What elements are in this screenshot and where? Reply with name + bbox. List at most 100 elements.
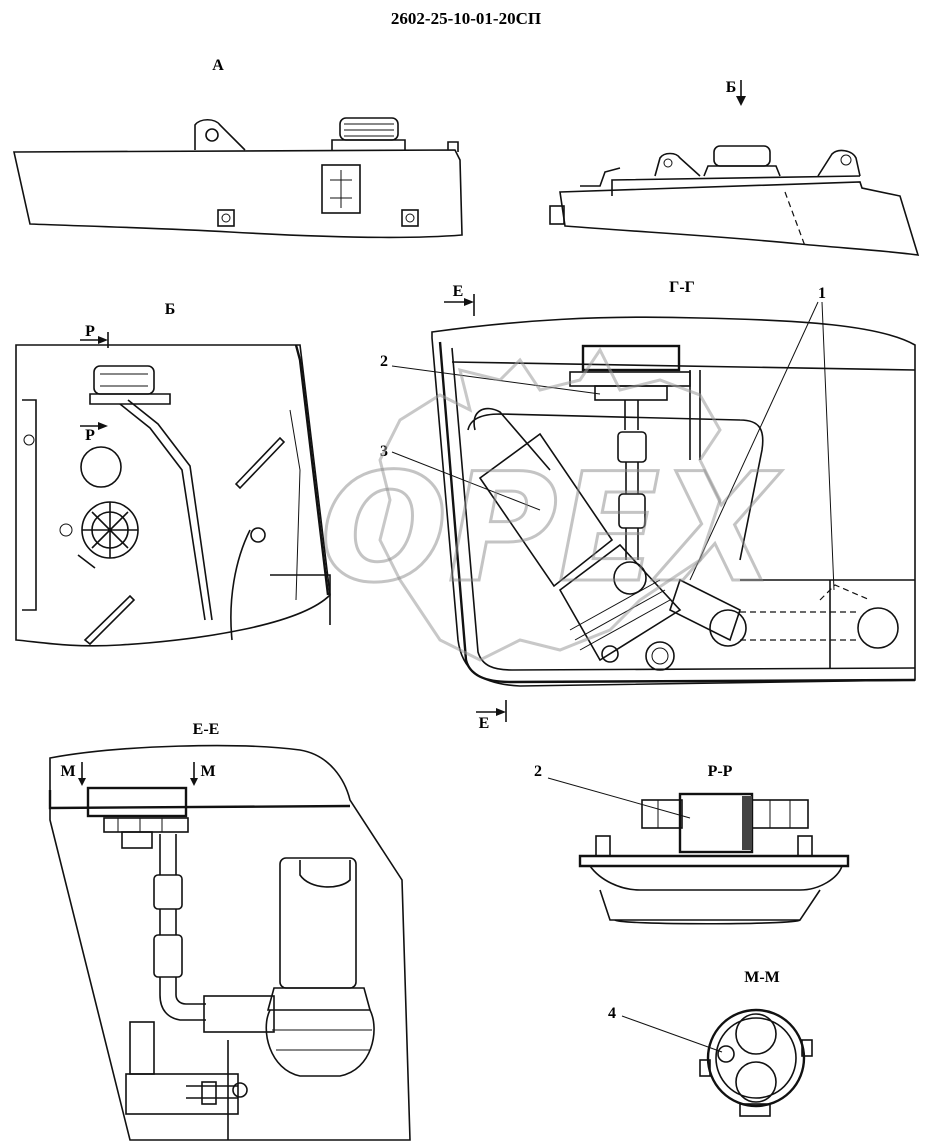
side-rail-b xyxy=(22,399,37,611)
nut-right-rr xyxy=(751,799,809,829)
rail-bolt-b xyxy=(23,434,35,446)
view-rr-label: Р-Р xyxy=(708,763,733,780)
view-arrow-head xyxy=(736,96,746,106)
bracket-gg xyxy=(689,370,701,460)
filter-top-ee xyxy=(299,860,351,888)
leader-3-gg xyxy=(391,451,541,511)
tee-ee xyxy=(203,995,275,1033)
bracket-b xyxy=(270,574,331,625)
housing-mm xyxy=(706,1008,806,1108)
fitting-ee2 xyxy=(153,934,183,978)
section-m-right: М xyxy=(200,763,215,780)
stub-ee xyxy=(121,831,153,849)
flange-gg xyxy=(581,344,681,372)
panel-edge-b xyxy=(294,344,330,596)
view-b-side: Б Р Р xyxy=(15,301,331,647)
leaders-1-gg xyxy=(689,301,835,591)
section-e-top: Е xyxy=(453,283,464,300)
hose-fitting-gg2 xyxy=(857,607,899,649)
pump-head-ribs-b xyxy=(100,373,148,387)
pipe-low-gg xyxy=(625,528,639,560)
bracket-right-a xyxy=(401,209,419,227)
callout-2-rr: 2 xyxy=(534,763,542,780)
bolt-left-a xyxy=(221,213,231,223)
leader-2-rr xyxy=(547,777,691,819)
fitting-b xyxy=(580,167,621,187)
view-ee-label: Е-Е xyxy=(193,721,220,738)
hose-dashed-gg xyxy=(740,611,860,641)
section-e-bottom: Е xyxy=(479,715,490,732)
bore-bottom-mm xyxy=(735,1061,777,1103)
pump-bowl-ee xyxy=(265,1009,375,1077)
tank-outline-a xyxy=(13,149,463,239)
inner-contour-gg xyxy=(467,413,764,561)
lifting-eye-b2 xyxy=(817,149,861,177)
valve-block-ee xyxy=(125,1073,239,1115)
hose-fitting-gg1 xyxy=(709,609,747,647)
filler-cap-a xyxy=(339,117,399,141)
hidden-line-b xyxy=(784,191,806,247)
pump-body-gg xyxy=(558,543,682,662)
cap-ribs-a xyxy=(344,123,394,137)
eye-hole-b2 xyxy=(840,154,852,166)
side-panel-b xyxy=(15,344,331,647)
eye-hole-b1 xyxy=(663,158,673,168)
bolt-right-rr xyxy=(797,835,813,857)
pipe-ee1 xyxy=(159,834,177,875)
inner-line-b xyxy=(289,409,301,601)
pump-ribs-gg xyxy=(569,579,671,651)
nut-left-rr xyxy=(641,799,683,829)
tank-outline-ee xyxy=(49,744,411,1141)
cable-clamp-b xyxy=(250,527,266,543)
elbow-ee xyxy=(159,977,206,1021)
filler-cap-b xyxy=(713,145,771,167)
bowl-bottom-rr xyxy=(614,919,801,925)
view-gg-label: Г-Г xyxy=(669,279,695,296)
callout-4-mm: 4 xyxy=(608,1005,616,1022)
bowl-ribs-ee xyxy=(272,1029,372,1051)
nuts-ee xyxy=(103,817,189,833)
lug-right-mm xyxy=(801,1039,813,1057)
pipe-ee2 xyxy=(159,909,177,935)
drain-plug-inner-gg xyxy=(651,647,669,665)
pump-base-b xyxy=(89,393,171,405)
bolt-gg xyxy=(601,645,619,663)
section-e-top-arrowhead xyxy=(464,298,474,306)
view-a: А xyxy=(13,57,463,239)
lug-left-mm xyxy=(699,1059,711,1077)
tank-wall-gg xyxy=(438,341,916,684)
filter-body-gg xyxy=(478,432,614,588)
round-port-b xyxy=(80,446,122,488)
tank-top-line-gg xyxy=(451,361,916,371)
view-b-arrow-label: Б xyxy=(726,79,737,96)
section-m-right-arrowhead xyxy=(190,778,198,786)
section-e-bottom-arrowhead xyxy=(496,708,506,716)
plate-rr xyxy=(578,854,850,868)
fitting-rr xyxy=(678,792,754,854)
fitting-ee1 xyxy=(153,874,183,910)
section-p-bottom-arrowhead xyxy=(98,422,108,430)
bore-top-mm xyxy=(735,1013,777,1055)
drain-spokes-b xyxy=(82,502,138,558)
section-m-left-arrowhead xyxy=(78,778,86,786)
corner-a xyxy=(447,141,459,152)
pump-port-gg xyxy=(613,561,647,595)
callout-2-gg: 2 xyxy=(380,353,388,370)
pin-4-mm xyxy=(717,1045,735,1063)
leader-4-mm xyxy=(621,1015,723,1053)
valve-ee xyxy=(129,1021,155,1075)
housing-inner-mm xyxy=(715,1017,797,1099)
section-p-top-arrowhead xyxy=(98,336,108,344)
view-mm-label: М-М xyxy=(744,969,780,986)
valve-rods-ee xyxy=(186,1085,238,1099)
pump-head-b xyxy=(93,365,155,395)
cable-b xyxy=(230,529,251,641)
lifting-eye-a xyxy=(194,118,246,151)
flange-ee xyxy=(86,786,188,818)
bolt-left-rr xyxy=(595,835,611,857)
lug-bottom-mm xyxy=(739,1103,771,1117)
hatch-rr xyxy=(742,796,752,850)
watermark: OPEX xyxy=(319,347,784,662)
nut-divs-rr xyxy=(657,800,791,828)
